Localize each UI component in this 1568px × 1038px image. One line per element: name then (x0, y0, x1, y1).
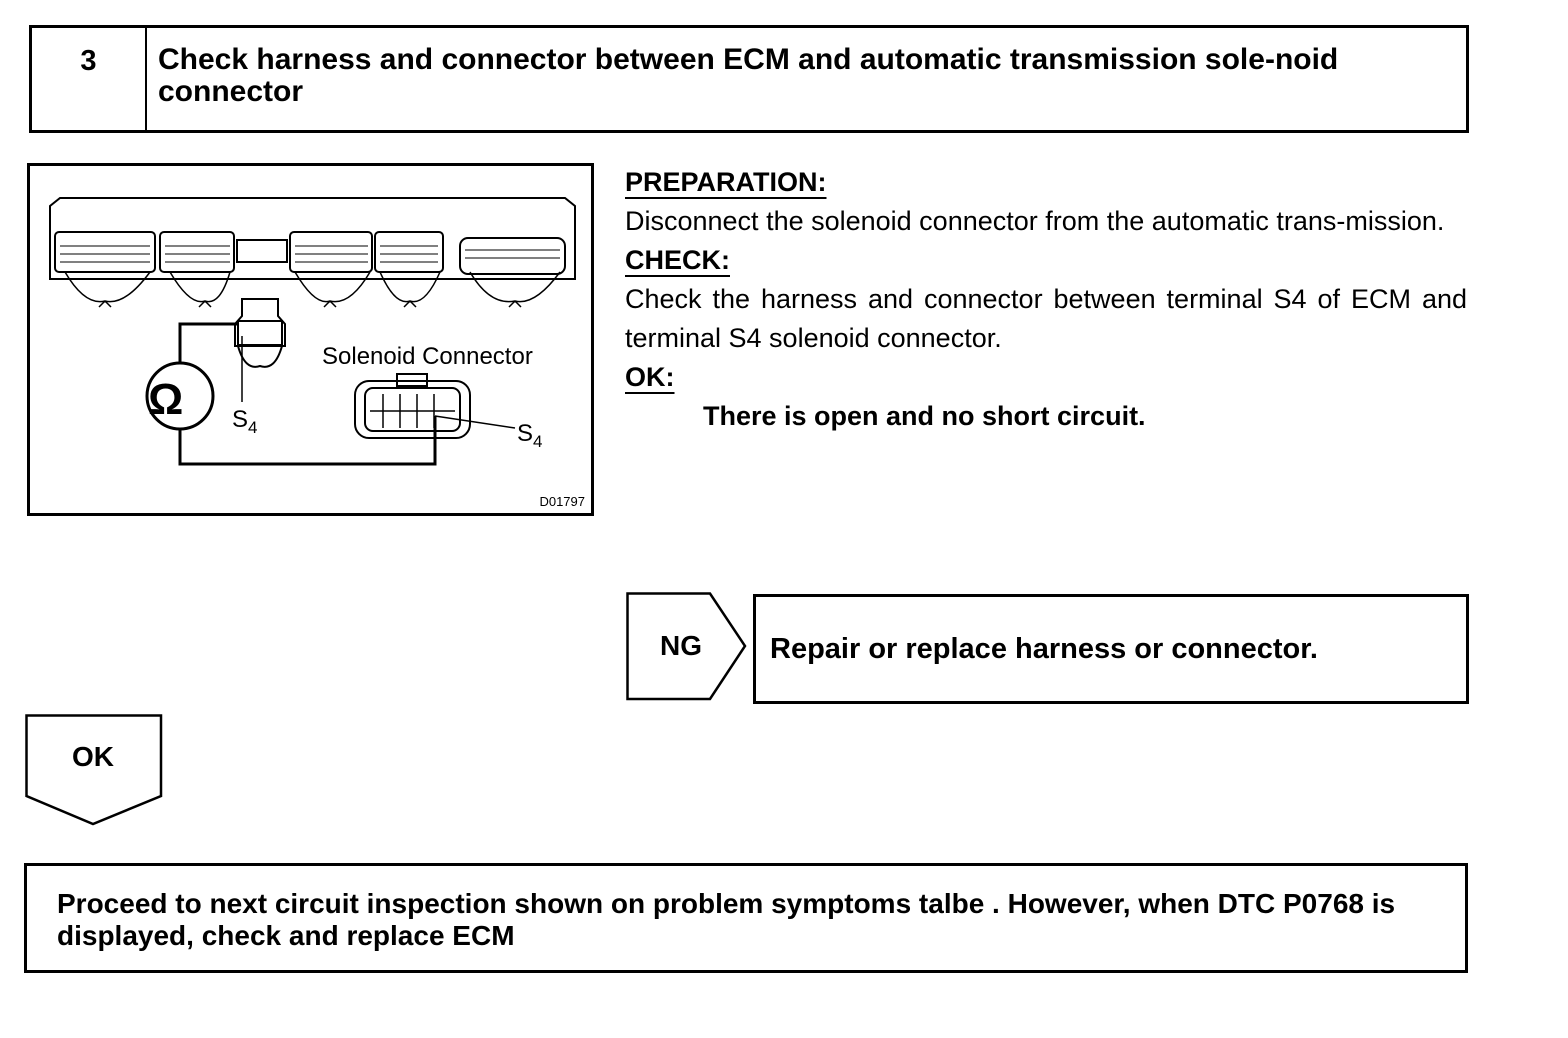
solenoid-terminal-label: S4 (517, 420, 543, 451)
ng-action-box: Repair or replace harness or connector. (753, 594, 1469, 704)
ok-heading: OK: (625, 362, 675, 392)
check-heading: CHECK: (625, 245, 730, 275)
ng-tag: NG (626, 592, 747, 701)
ok-label: OK (72, 741, 114, 772)
next-step-box: Proceed to next circuit inspection shown… (24, 863, 1468, 973)
ng-arrow-shape (626, 592, 747, 701)
preparation-text: Disconnect the solenoid connector from t… (625, 206, 1445, 236)
check-text: Check the harness and connector between … (625, 284, 1467, 353)
ok-criteria: There is open and no short circuit. (703, 401, 1146, 431)
ecm-connector-diagram (49, 197, 576, 466)
preparation-heading: PREPARATION: (625, 167, 827, 197)
step-number: 3 (32, 28, 147, 130)
ok-tag: OK (25, 714, 163, 826)
ng-action-text: Repair or replace harness or connector. (770, 633, 1318, 665)
step-title: Check harness and connector between ECM … (158, 43, 1339, 108)
solenoid-connector-label: Solenoid Connector (322, 343, 533, 370)
figure-code: D01797 (539, 494, 585, 509)
ok-arrow-shape (25, 714, 163, 826)
ecm-terminal-label: S4 (232, 406, 258, 437)
procedure-text: PREPARATION: Disconnect the solenoid con… (625, 163, 1467, 436)
next-step-text: Proceed to next circuit inspection shown… (57, 888, 1396, 951)
step-header: 3 Check harness and connector between EC… (29, 25, 1469, 133)
ng-label: NG (660, 630, 702, 661)
wiring-illustration: Ω Solenoid Connector S4 S4 D01797 (27, 163, 594, 516)
